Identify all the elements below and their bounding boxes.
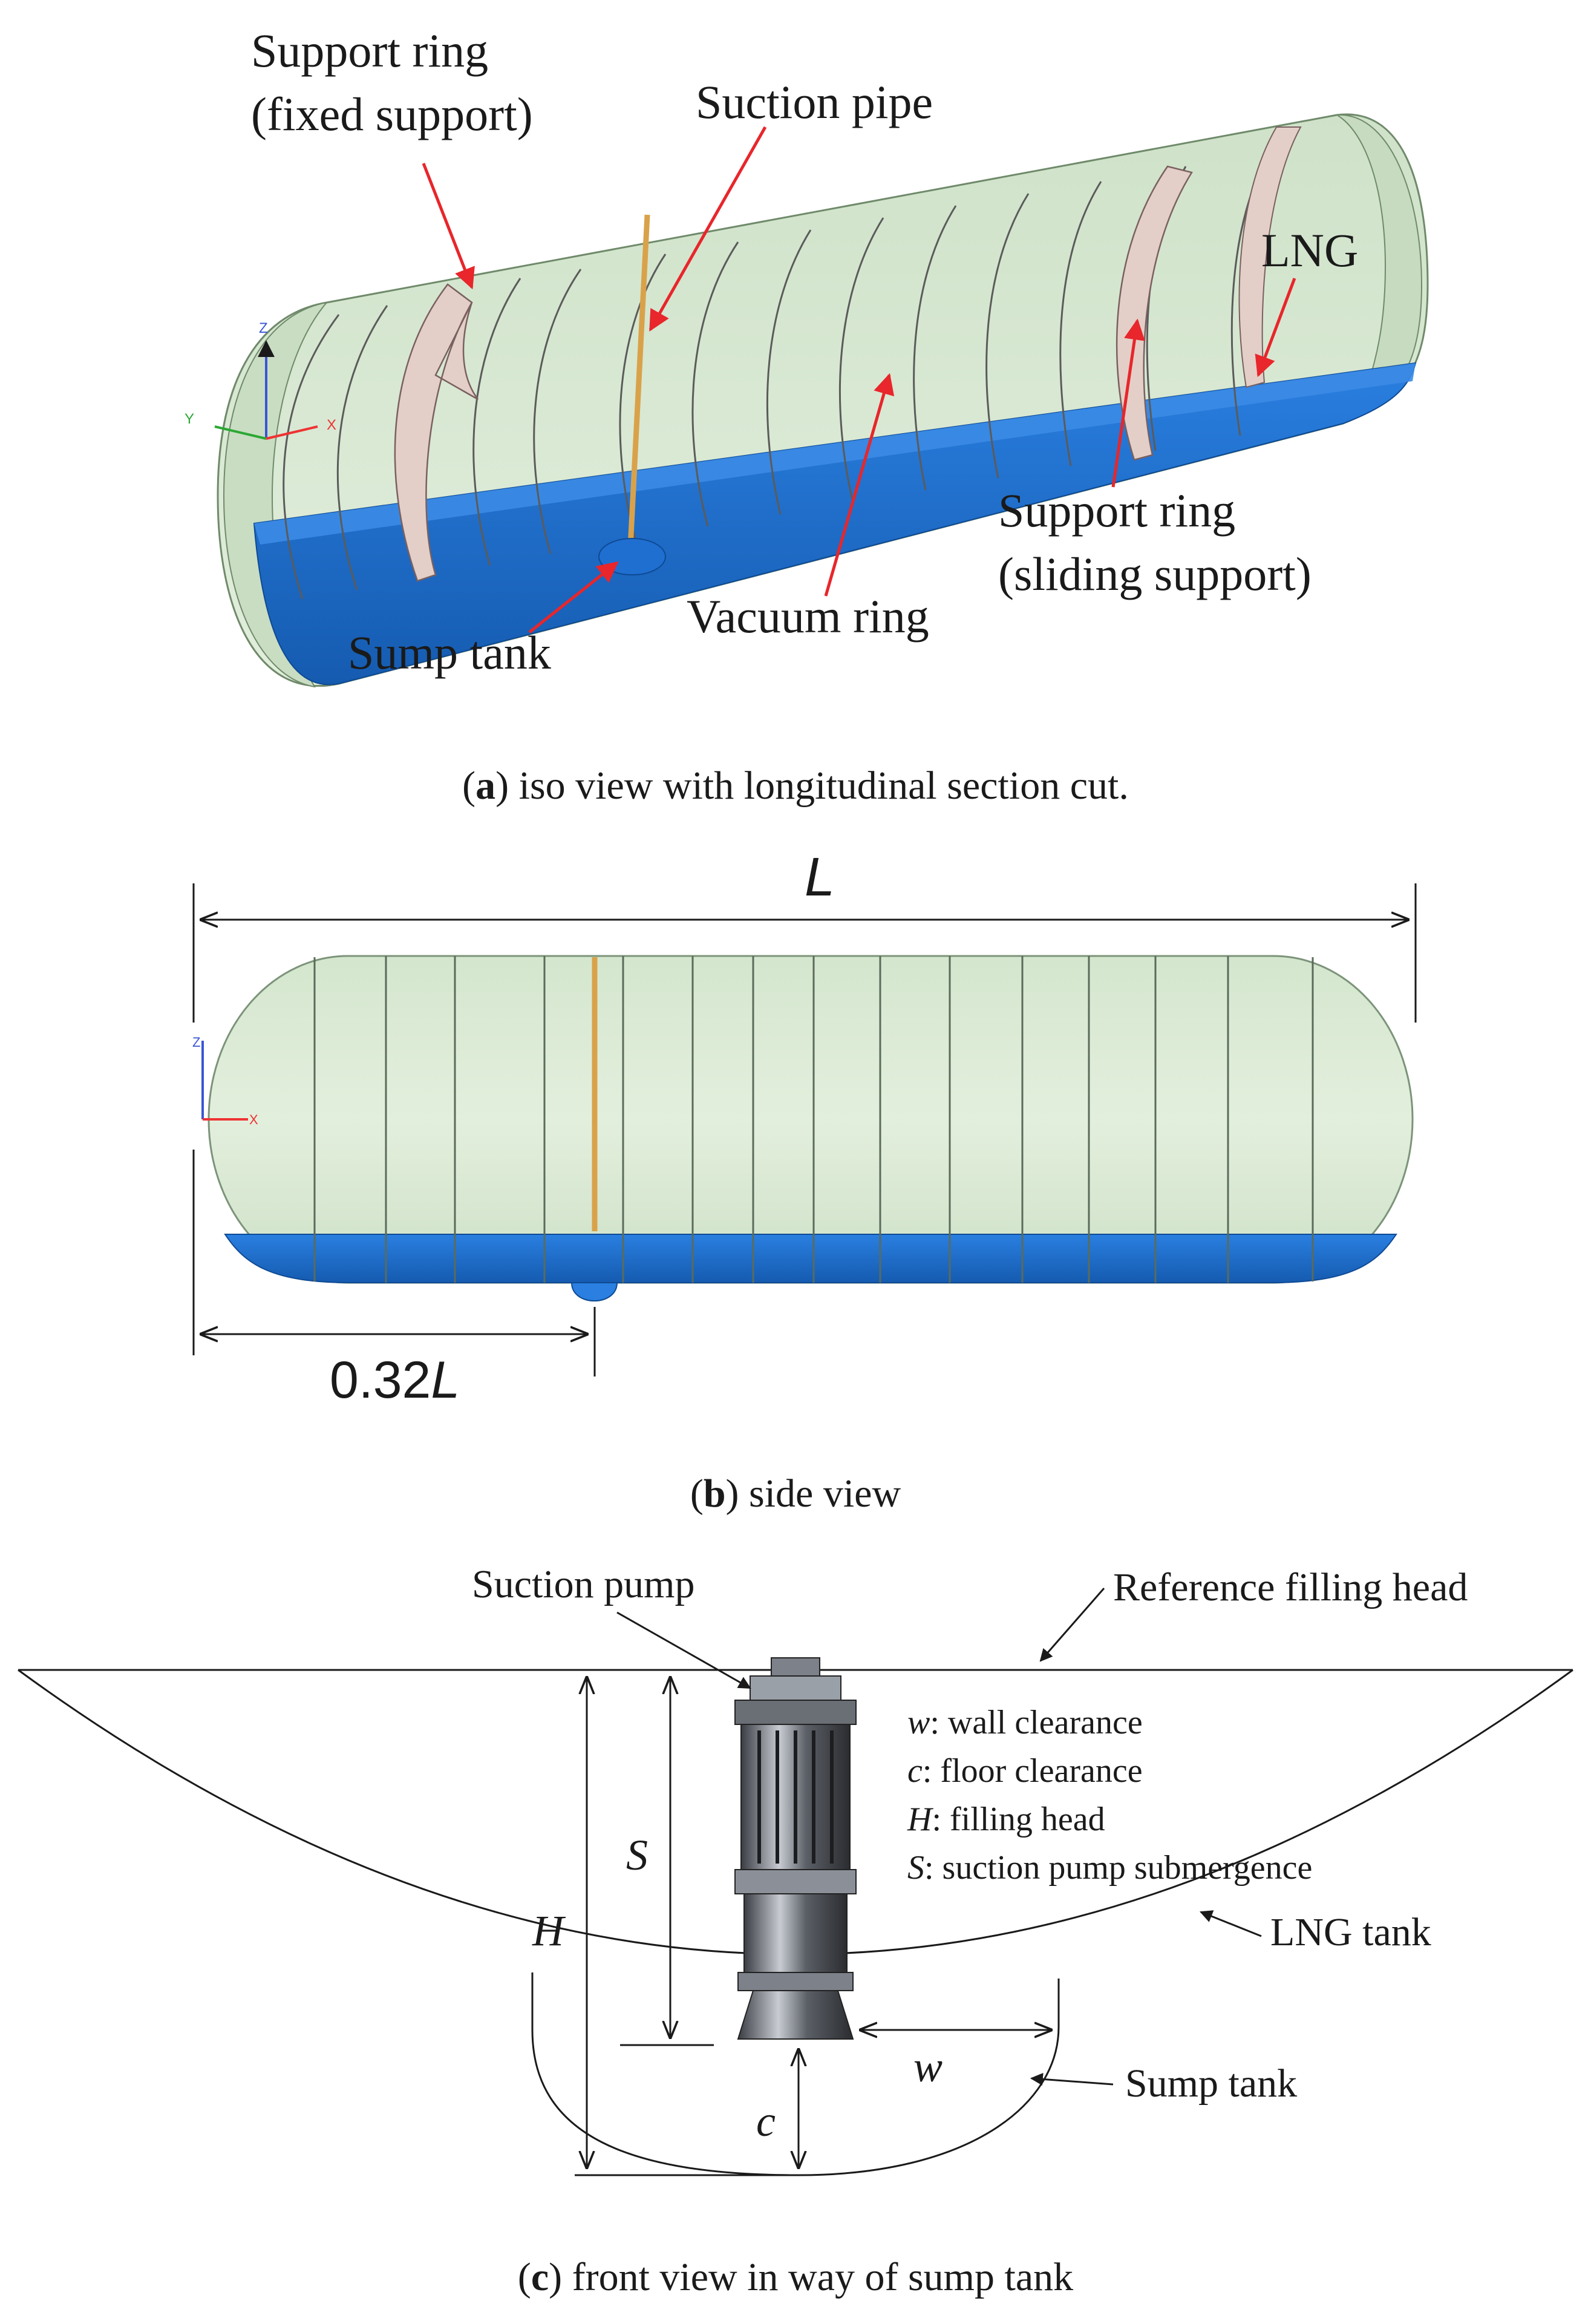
label-support-ring-sliding-1: Support ring: [998, 484, 1235, 537]
label-support-ring-sliding-2: (sliding support): [998, 548, 1312, 600]
sump-tank-side: [570, 1282, 618, 1301]
label-lng-tank: LNG tank: [1270, 1910, 1431, 1954]
tank-end-cap-left: [223, 301, 328, 688]
dim-label-032L: 0.32L: [330, 1351, 460, 1409]
panel-c-front-view: Suction pump Reference filling head LNG …: [18, 1562, 1573, 2299]
arrow-reference-filling-head: [1039, 1588, 1105, 1662]
label-suction-pump: Suction pump: [472, 1562, 695, 1606]
pointer-arrows-a: [422, 126, 1296, 633]
panel-b-side-view: L Z X: [192, 847, 1417, 1516]
arrow-sump-tank-c: [1030, 2072, 1114, 2086]
axis-z-label: Z: [259, 320, 268, 336]
legend-item: S: suction pump submergence: [907, 1849, 1312, 1887]
axis-triad-a: Z Y X: [185, 320, 336, 440]
support-ring-sliding: [1116, 165, 1193, 461]
axis-y-label: Y: [185, 411, 194, 427]
legend-item: H: filling head: [907, 1801, 1105, 1838]
label-suction-pipe: Suction pipe: [696, 76, 933, 128]
lng-liquid: [253, 362, 1417, 686]
legend-item: c: floor clearance: [907, 1752, 1143, 1790]
legend-item: w: wall clearance: [907, 1704, 1143, 1741]
caption-a: (a) iso view with longitudinal section c…: [462, 764, 1129, 808]
suction-pump-graphic: [734, 1657, 857, 2040]
arrow-lng-tank: [1200, 1910, 1262, 1937]
axis-b-z-label: Z: [192, 1035, 200, 1050]
dimension-lines-c: [575, 1676, 1053, 2176]
dim-label-L: L: [805, 847, 835, 908]
label-support-ring-fixed-1: Support ring: [251, 24, 488, 77]
suction-pipe: [626, 214, 650, 572]
caption-c: (c) front view in way of sump tank: [518, 2255, 1073, 2299]
dim-label-w: w: [913, 2043, 943, 2091]
label-sump-tank-c: Sump tank: [1125, 2061, 1297, 2106]
caption-b: (b) side view: [690, 1471, 901, 1516]
panel-a-iso-view: Z Y X Support ring (fixed support) Sucti…: [185, 24, 1429, 808]
label-reference-filling-head: Reference filling head: [1113, 1565, 1468, 1609]
arrow-suction-pump: [616, 1611, 751, 1689]
label-support-ring-fixed-2: (fixed support): [251, 88, 533, 140]
label-lng: LNG: [1261, 224, 1358, 277]
dim-label-c: c: [756, 2097, 776, 2146]
legend-c: w: wall clearance c: floor clearance H: …: [907, 1704, 1312, 1887]
ring-lines-side: [313, 956, 1314, 1283]
support-ring-fixed: [394, 283, 479, 582]
axis-triad-b: Z X: [192, 1035, 258, 1127]
axis-b-x-label: X: [249, 1112, 258, 1127]
vacuum-rings: [283, 151, 1272, 600]
label-vacuum-ring: Vacuum ring: [687, 590, 929, 643]
label-sump-tank-a: Sump tank: [348, 626, 551, 679]
axis-x-label: X: [327, 417, 336, 433]
support-ring-end: [1238, 126, 1302, 388]
dim-label-H: H: [532, 1907, 566, 1955]
dim-label-S: S: [626, 1831, 648, 1879]
lng-liquid-side: [224, 1234, 1397, 1283]
